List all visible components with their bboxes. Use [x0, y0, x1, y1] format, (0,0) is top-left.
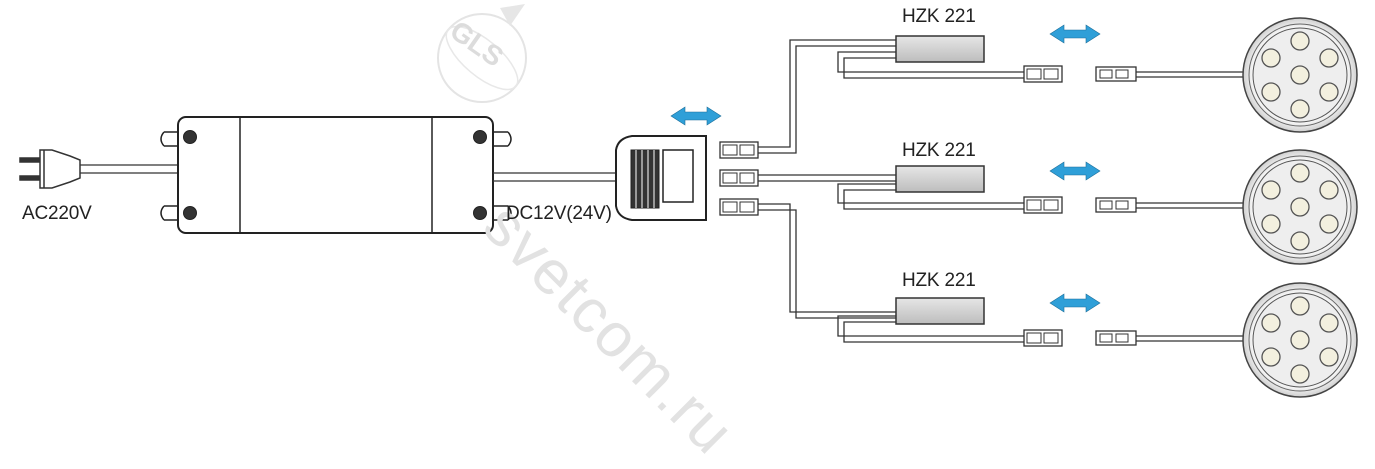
switch-output-wires [837, 51, 1024, 343]
dc-cable [493, 172, 616, 182]
plug-icon [19, 149, 81, 189]
touch-switch-icon [895, 35, 985, 325]
connector-icon [719, 169, 759, 187]
lamp-leads [1136, 71, 1246, 342]
watermark-logo [437, 4, 527, 103]
connector-icon [1023, 329, 1063, 347]
switch-label-3: HZK 221 [902, 270, 976, 291]
connector-icon [719, 198, 759, 216]
connector-icon [1095, 66, 1137, 82]
input-voltage-label: AC220V [22, 203, 92, 224]
bidirectional-arrow-icon [1049, 161, 1101, 181]
led-spotlight-icon [1242, 282, 1358, 398]
distributor-icon [615, 135, 707, 221]
bidirectional-arrow-icon [670, 106, 722, 126]
connector-icon [719, 141, 759, 159]
wiring-diagram [19, 17, 1358, 398]
bidirectional-arrow-icon [1049, 24, 1101, 44]
switch-label-1: HZK 221 [902, 6, 976, 27]
output-voltage-label: DC12V(24V) [506, 203, 612, 224]
bidirectional-arrow-icon [1049, 293, 1101, 313]
connector-icon [1095, 197, 1137, 213]
ac-cable [80, 164, 178, 174]
led-spotlight-icon [1242, 17, 1358, 133]
connector-icon [1023, 196, 1063, 214]
branch-wires [758, 39, 896, 319]
power-supply-icon [160, 116, 512, 234]
connector-icon [1095, 330, 1137, 346]
led-spotlight-icon [1242, 149, 1358, 265]
connector-icon [1023, 65, 1063, 83]
switch-label-2: HZK 221 [902, 140, 976, 161]
